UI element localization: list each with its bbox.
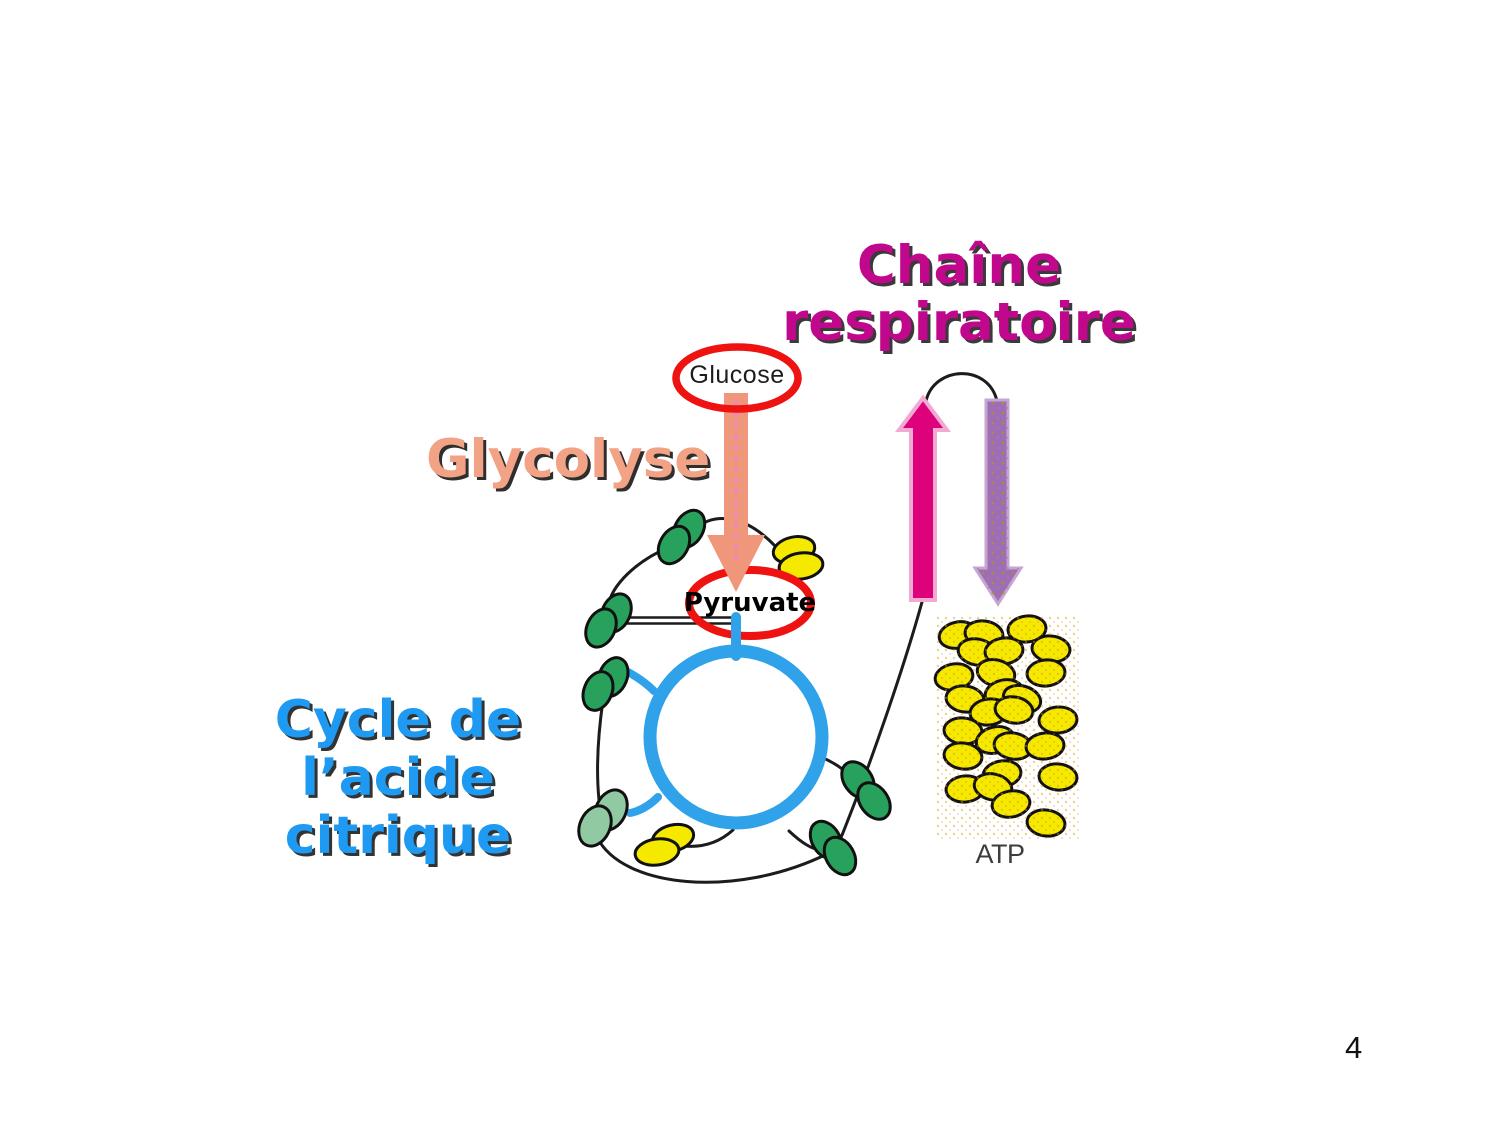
- glycolysis-arrow-icon: [707, 393, 765, 592]
- pyruvate-oval: [685, 566, 815, 640]
- cycle-exit-hook-lower: [626, 793, 662, 817]
- path-bottom-sweep: [595, 835, 829, 884]
- carrier-left-upper: [584, 592, 633, 649]
- electron-carriers: [577, 508, 892, 877]
- chain-label-line1: Chaîne: [856, 235, 1062, 296]
- cycle-acide-citrique-label: Cycle de l’acide citrique: [268, 691, 528, 865]
- cycle-exit-hook-upper: [624, 668, 658, 695]
- chain-down-arrow-icon: [972, 398, 1024, 607]
- path-chain-to-cycle: [834, 600, 924, 852]
- chain-respiratoire-label: Chaîne respiratoire: [760, 237, 1158, 351]
- cycle-label-line1: Cycle de: [274, 690, 522, 750]
- chain-label-line2: respiratoire: [782, 292, 1136, 353]
- citric-acid-cycle-circle: [624, 644, 829, 830]
- glucose-label: Glucose: [689, 361, 785, 389]
- carrier-bottom-right: [808, 819, 858, 877]
- carrier-top: [656, 508, 707, 566]
- carrier-bottom-left-light: [577, 788, 629, 848]
- glycolyse-label: Glycolyse: [426, 429, 711, 490]
- carrier-right: [840, 760, 892, 821]
- atp-label: ATP: [975, 839, 1025, 869]
- glucose-oval: [672, 343, 802, 413]
- chain-up-arrow-icon: [895, 394, 951, 602]
- pyruvate-label: Pyruvate: [683, 588, 817, 618]
- cycle-label-line2: l’acide: [301, 748, 495, 808]
- cycle-label-line3: citrique: [284, 806, 512, 866]
- path-atp-to-cycle: [682, 828, 735, 848]
- carrier-left-lower: [581, 656, 630, 712]
- atp-pair-bottom: [633, 822, 696, 867]
- path-chain-arch: [924, 372, 999, 403]
- path-left-vertical: [596, 698, 605, 802]
- atp-cluster: [933, 614, 1080, 841]
- page-number: 4: [1345, 1030, 1363, 1065]
- atp-pair-top: [771, 535, 825, 581]
